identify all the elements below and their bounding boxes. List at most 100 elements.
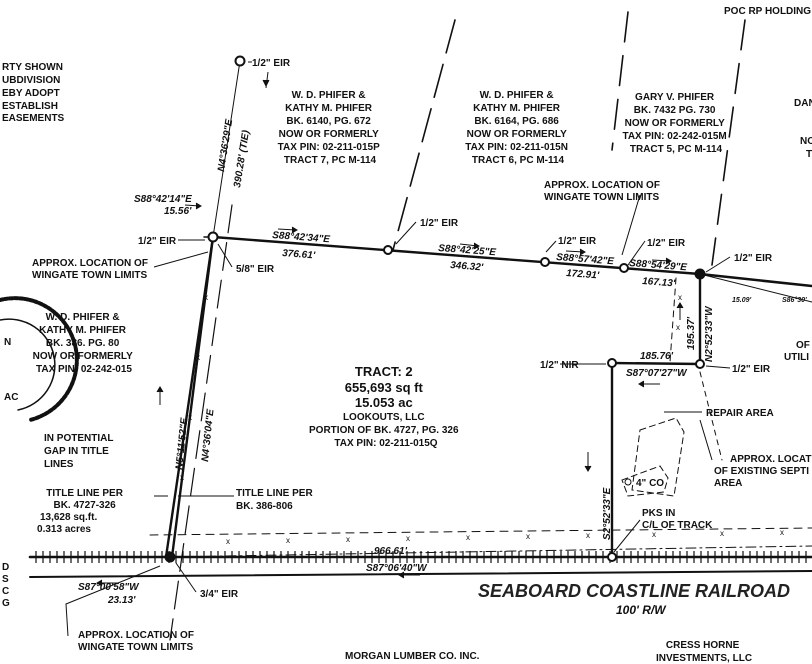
eir-three-quarter-label: 3/4" EIR xyxy=(200,589,239,600)
tract-label: TRACT: 2 655,693 sq ft 15.053 ac LOOKOUT… xyxy=(309,363,463,449)
monuments xyxy=(164,55,706,563)
top-left-note: RTY SHOWN UBDIVISION EBY ADOPT ESTABLISH… xyxy=(2,62,66,124)
arrow-icon xyxy=(584,452,592,472)
fence-mark: x xyxy=(678,293,682,302)
eir-ne-corner-icon xyxy=(694,268,706,280)
n5-bearing: S88°54'29"E xyxy=(629,258,688,273)
fence-mark: x xyxy=(286,536,290,545)
gap-note: IN POTENTIAL GAP IN TITLE LINES xyxy=(44,433,116,470)
town-limit-line-2 xyxy=(169,204,233,641)
eir-nw-corner-icon xyxy=(207,231,219,243)
eir-nw-label: 1/2" EIR xyxy=(138,236,177,247)
n2-distance: 376.61' xyxy=(282,248,316,261)
arrow-icon xyxy=(651,257,672,265)
west-boundary-inner xyxy=(170,235,215,559)
town-limit-line-1 xyxy=(392,19,456,251)
eir-north-mid2-icon xyxy=(540,257,550,267)
seal-fragment-icon xyxy=(0,296,79,422)
tract7-block: W. D. PHIFER & KATHY M. PHIFER BK. 6140,… xyxy=(278,90,383,166)
east-small-bearing: S86°30' xyxy=(782,296,807,304)
n3-distance: 346.32' xyxy=(450,260,484,273)
town-limits-nw-note: APPROX. LOCATION OF WINGATE TOWN LIMITS xyxy=(32,258,151,281)
repair-area-note: REPAIR AREA xyxy=(706,408,774,419)
fence-mark: x xyxy=(196,353,200,362)
southeast-neighbor: CRESS HORNE INVESTMENTS, LLC xyxy=(656,640,752,664)
fence-mark: x xyxy=(586,531,590,540)
n1-bearing: S88°42'14"E xyxy=(134,194,192,205)
eir-north-icon xyxy=(234,55,246,67)
pks-icon xyxy=(607,552,617,562)
n4-distance: 172.91' xyxy=(566,268,600,281)
fence-mark: x xyxy=(676,323,680,332)
w2-bearing: N4°36'04"E xyxy=(200,408,216,462)
fence-mark: x xyxy=(188,413,192,422)
eir-ne-label: 1/2" EIR xyxy=(734,253,773,264)
fence-mark: x xyxy=(346,535,350,544)
arrow-icon xyxy=(638,380,660,388)
arrow-icon xyxy=(184,202,202,210)
s-distance: 966.61' xyxy=(374,546,408,557)
e2-bearing: S87°07'27"W xyxy=(626,368,688,379)
east-small-distance: 15.09' xyxy=(732,297,752,304)
eir-north-label: 1/2" EIR xyxy=(252,58,291,69)
septic-co-label: 4" CO xyxy=(636,478,664,489)
railroad-rw-line xyxy=(29,570,812,578)
fence-mark: x xyxy=(720,529,724,538)
railroad-ties xyxy=(35,551,807,563)
tie-distance: 390.28' (TIE) xyxy=(232,129,252,189)
seal-fragment-inner-icon xyxy=(0,318,56,411)
fence-mark: x xyxy=(466,533,470,542)
eir-north-mid3-icon xyxy=(619,263,629,273)
arrow-icon xyxy=(565,248,586,256)
fence-mark: x xyxy=(526,532,530,541)
railroad-rw: 100' R/W xyxy=(616,603,667,617)
arrow-icon xyxy=(156,386,164,405)
n4-bearing: S88°57'42"E xyxy=(556,252,615,267)
town-limit-line-4 xyxy=(711,19,746,266)
n5-distance: 167.13' xyxy=(642,276,676,289)
direction-arrows xyxy=(96,71,684,587)
tract5-block: GARY V. PHIFER BK. 7432 PG. 730 NOW OR F… xyxy=(622,92,729,155)
arrow-icon xyxy=(398,571,420,579)
tie-bearing: N4°36'29"E xyxy=(216,118,235,172)
eir-north-mid-icon xyxy=(383,245,393,255)
south-neighbor: MORGAN LUMBER CO. INC. xyxy=(345,651,480,662)
right-edge-fragments: DAN NO T OF UTILI xyxy=(784,98,812,363)
fence-mark: x xyxy=(226,537,230,546)
east-dashed-line xyxy=(669,277,677,363)
railroad-name: SEABOARD COASTLINE RAILROAD xyxy=(478,581,790,601)
eir-mid-label: 1/2" EIR xyxy=(420,218,459,229)
nir-label: 1/2" NIR xyxy=(540,360,579,371)
seal-fragment-text: N AC xyxy=(4,337,18,403)
eir-sw-corner-icon xyxy=(164,551,176,563)
fence-mark: x xyxy=(652,530,656,539)
eir-east-label: 1/2" EIR xyxy=(732,364,771,375)
north-boundary-east xyxy=(698,272,812,288)
septic-line xyxy=(699,371,723,461)
pks-note: PKS IN C/L OF TRACK xyxy=(642,508,713,531)
e2-distance: 185.76' xyxy=(640,351,674,362)
south-dashed-line xyxy=(149,527,812,536)
west-neighbor-block: W. D. PHIFER & KATHY M. PHIFER BK. 386. … xyxy=(33,312,136,375)
repair-area-outline xyxy=(631,417,685,497)
left-edge-fragments: D S C G xyxy=(2,562,12,609)
sw-distance: 23.13' xyxy=(107,595,136,606)
title-line-right-note: TITLE LINE PER BK. 386-806 xyxy=(236,488,315,512)
arrow-icon xyxy=(262,71,270,89)
n3-bearing: S88°42'25"E xyxy=(438,243,497,258)
eir-east-icon xyxy=(695,359,705,369)
title-line-left-note: TITLE LINE PER BK. 4727-326 13,628 sq.ft… xyxy=(37,488,126,535)
fence-mark: x xyxy=(780,528,784,537)
nir-icon xyxy=(607,358,617,368)
sw-bearing: S87°00'58"W xyxy=(78,582,140,593)
septic-tank-icon xyxy=(624,478,632,486)
tract6-block: W. D. PHIFER & KATHY M. PHIFER BK. 6164,… xyxy=(465,90,570,166)
e3-bearing: S2°52'33"E xyxy=(602,487,613,540)
east-line-2 xyxy=(610,361,702,366)
top-right-owner: POC RP HOLDING xyxy=(724,6,811,17)
north-boundary xyxy=(211,235,702,276)
tie-line xyxy=(212,60,241,238)
e1-distance: 195.37' xyxy=(686,316,697,350)
